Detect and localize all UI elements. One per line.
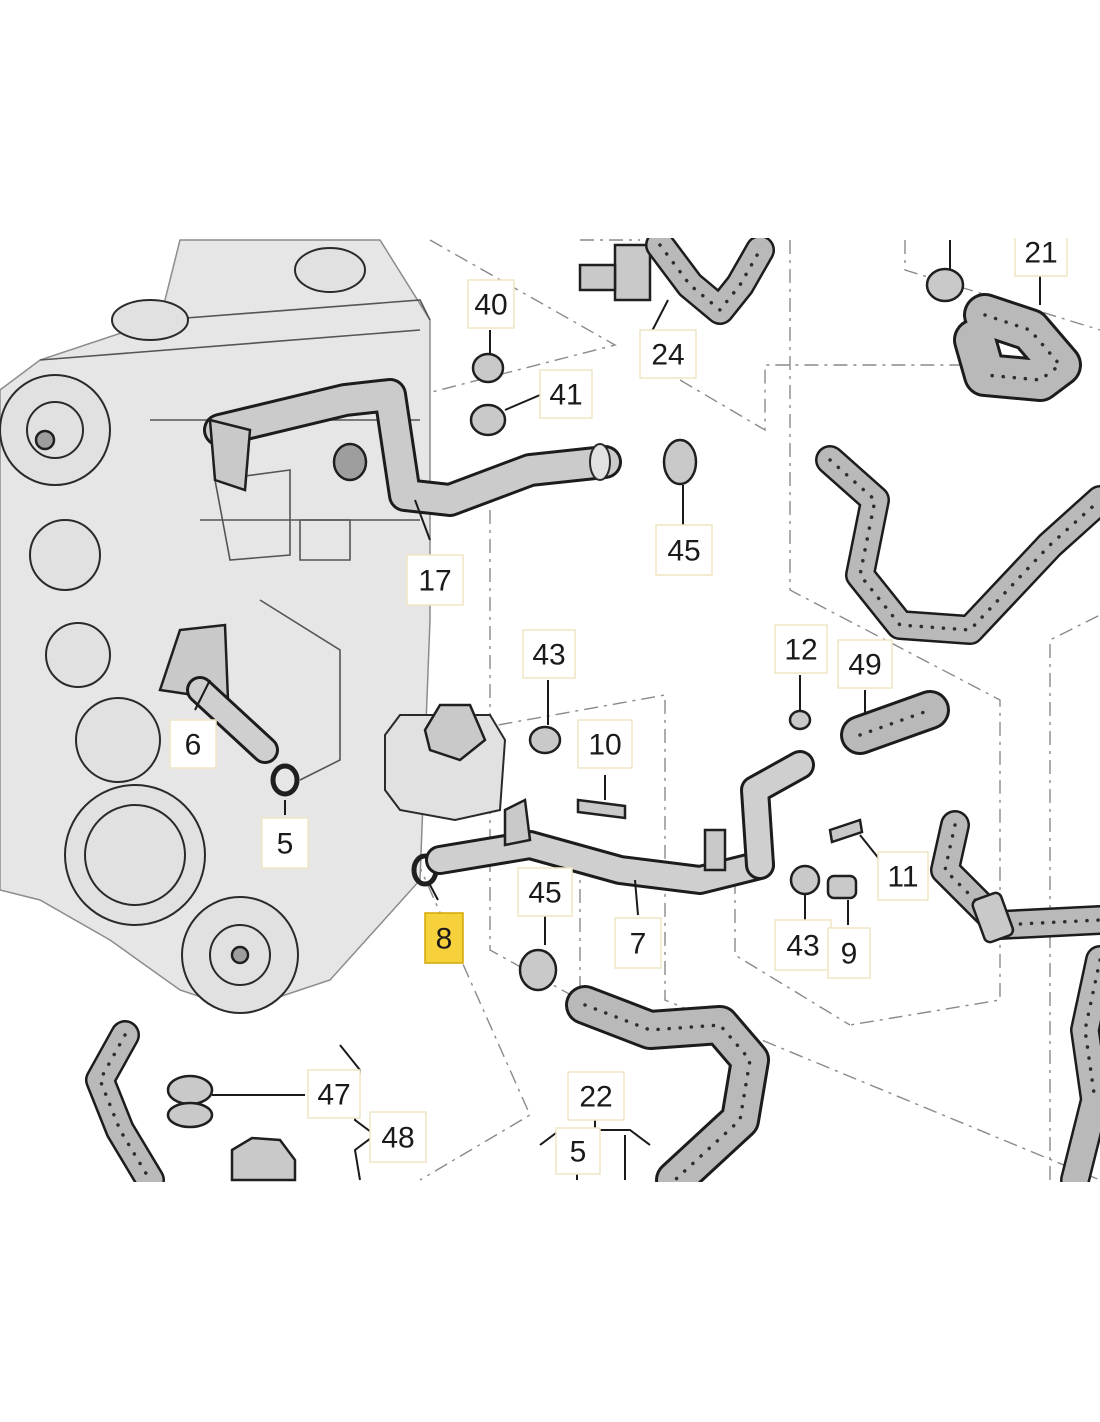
svg-text:21: 21: [1024, 237, 1057, 270]
callout-10: 10: [577, 719, 633, 769]
svg-text:40: 40: [474, 289, 507, 322]
svg-text:6: 6: [185, 729, 202, 762]
callout-24: 24: [639, 329, 697, 379]
svg-text:48: 48: [381, 1122, 414, 1155]
callout-40: 40: [467, 279, 515, 329]
callout-45-upper: 45: [655, 524, 713, 576]
clamps: [166, 243, 965, 1182]
svg-text:12: 12: [784, 634, 817, 667]
svg-text:22: 22: [579, 1081, 612, 1114]
callout-49: 49: [837, 639, 893, 689]
callout-45-lower: 45: [517, 867, 573, 917]
hoses: [85, 230, 1100, 1200]
svg-text:45: 45: [528, 877, 561, 910]
svg-text:43: 43: [786, 930, 819, 963]
callout-6: 6: [169, 719, 217, 769]
callout-5-left: 5: [261, 817, 309, 869]
callouts: 40 41 24 21 17 45 43 12: [169, 227, 1068, 1175]
svg-text:5: 5: [570, 1136, 587, 1169]
svg-text:49: 49: [848, 649, 881, 682]
callout-22: 22: [567, 1071, 625, 1121]
svg-text:5: 5: [277, 828, 294, 861]
svg-text:41: 41: [549, 379, 582, 412]
svg-text:7: 7: [630, 928, 647, 961]
bottom-margin: [0, 1182, 1100, 1422]
callout-7: 7: [614, 917, 662, 969]
pipe-17: [203, 378, 622, 517]
svg-text:11: 11: [887, 861, 918, 894]
expansion-tank: [384, 703, 507, 822]
callout-43-upper: 43: [522, 629, 576, 679]
top-margin: [0, 0, 1100, 238]
callout-48: 48: [369, 1111, 427, 1163]
svg-text:17: 17: [418, 565, 451, 598]
callout-43-lower: 43: [774, 919, 832, 971]
svg-text:9: 9: [841, 938, 858, 971]
callout-47: 47: [307, 1069, 361, 1119]
svg-text:45: 45: [667, 535, 700, 568]
callout-41: 41: [539, 369, 593, 419]
svg-text:10: 10: [588, 729, 621, 762]
callout-11: 11: [877, 851, 929, 901]
svg-text:43: 43: [532, 639, 565, 672]
svg-text:47: 47: [317, 1079, 350, 1112]
callout-8-highlighted: 8: [424, 912, 464, 964]
callout-12: 12: [774, 624, 828, 674]
svg-text:24: 24: [651, 339, 684, 372]
pipe-7: [425, 750, 815, 895]
callout-5-bottom: 5: [555, 1127, 601, 1175]
callout-9: 9: [827, 927, 871, 979]
callout-17: 17: [406, 554, 464, 606]
connector-6: [158, 623, 279, 764]
svg-text:8: 8: [436, 923, 453, 956]
